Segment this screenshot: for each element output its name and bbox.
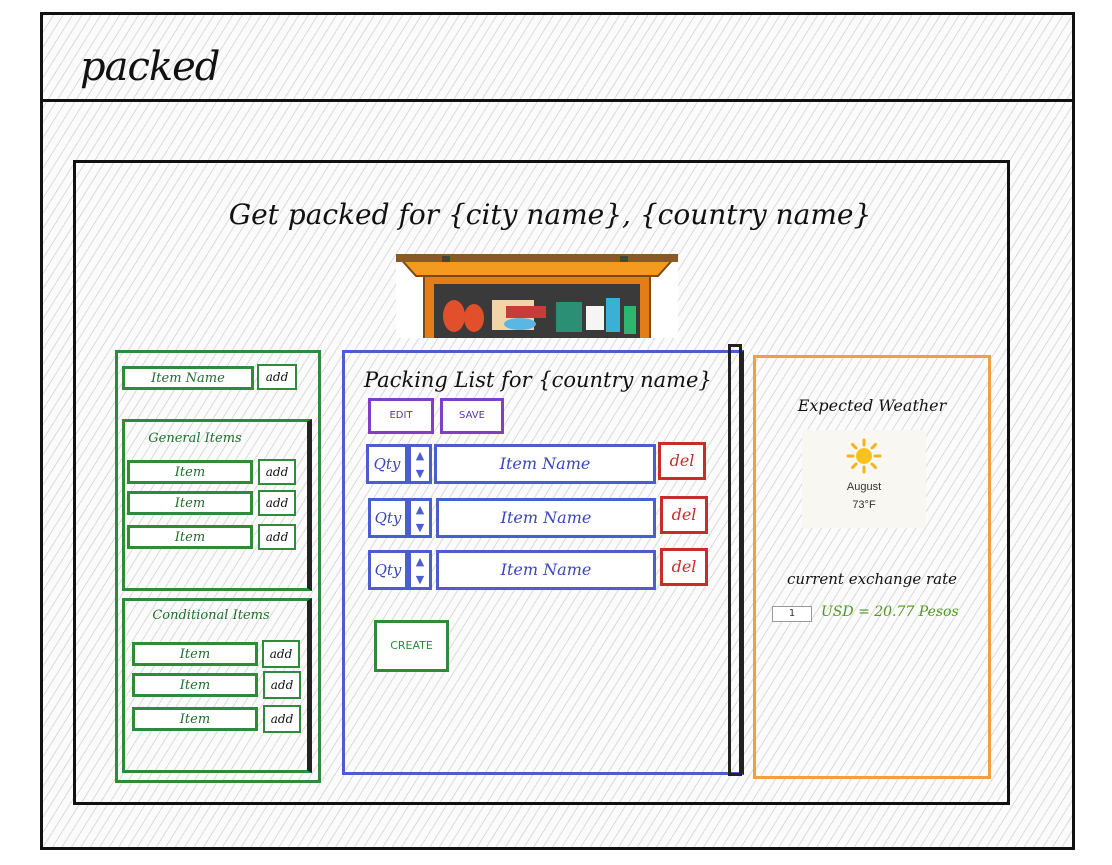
quantity-stepper[interactable]: ▲ ▼ bbox=[408, 550, 432, 590]
delete-button[interactable]: del bbox=[658, 442, 706, 480]
packing-list-scrollbar[interactable] bbox=[728, 344, 742, 776]
quantity-field[interactable]: Qty bbox=[368, 550, 408, 590]
conditional-item: Item bbox=[132, 673, 258, 697]
chevron-up-icon[interactable]: ▲ bbox=[415, 503, 425, 516]
conditional-item: Item bbox=[132, 707, 258, 731]
info-panel bbox=[753, 355, 991, 779]
general-item: Item bbox=[127, 525, 253, 549]
item-name-field[interactable]: Item Name bbox=[436, 550, 656, 590]
exchange-rate-value: USD = 20.77 Pesos bbox=[821, 604, 959, 620]
quantity-stepper[interactable]: ▲ ▼ bbox=[408, 444, 432, 484]
add-conditional-item-button[interactable]: add bbox=[263, 671, 301, 699]
chevron-down-icon[interactable]: ▼ bbox=[415, 573, 425, 586]
create-button[interactable]: CREATE bbox=[374, 620, 449, 672]
add-conditional-item-button[interactable]: add bbox=[263, 705, 301, 733]
delete-button[interactable]: del bbox=[660, 496, 708, 534]
general-item: Item bbox=[127, 491, 253, 515]
app-title: packed bbox=[80, 44, 220, 90]
item-name-input[interactable]: Item Name bbox=[122, 366, 254, 390]
add-general-item-button[interactable]: add bbox=[258, 459, 296, 485]
add-general-item-button[interactable]: add bbox=[258, 524, 296, 550]
conditional-item: Item bbox=[132, 642, 258, 666]
quantity-field[interactable]: Qty bbox=[366, 444, 408, 484]
page-title: Get packed for {city name}, {country nam… bbox=[228, 198, 872, 231]
quantity-stepper[interactable]: ▲ ▼ bbox=[408, 498, 432, 538]
save-button[interactable]: SAVE bbox=[440, 398, 504, 434]
suitcase-illustration bbox=[396, 254, 678, 338]
weather-temperature: 73°F bbox=[852, 499, 876, 511]
add-conditional-item-button[interactable]: add bbox=[262, 640, 300, 668]
weather-title: Expected Weather bbox=[797, 396, 947, 415]
exchange-rate-title: current exchange rate bbox=[786, 570, 957, 588]
item-name-field[interactable]: Item Name bbox=[434, 444, 656, 484]
chevron-down-icon[interactable]: ▼ bbox=[415, 467, 425, 480]
chevron-up-icon[interactable]: ▲ bbox=[415, 555, 425, 568]
add-item-button[interactable]: add bbox=[257, 364, 297, 390]
delete-button[interactable]: del bbox=[660, 548, 708, 586]
header-bar bbox=[40, 12, 1075, 102]
general-item: Item bbox=[127, 460, 253, 484]
chevron-down-icon[interactable]: ▼ bbox=[415, 521, 425, 534]
item-name-field[interactable]: Item Name bbox=[436, 498, 656, 538]
general-items-title: General Items bbox=[148, 431, 242, 446]
quantity-field[interactable]: Qty bbox=[368, 498, 408, 538]
packing-list-title: Packing List for {country name} bbox=[364, 368, 712, 392]
sun-icon bbox=[846, 438, 882, 474]
exchange-amount-input[interactable]: 1 bbox=[772, 606, 812, 622]
chevron-up-icon[interactable]: ▲ bbox=[415, 449, 425, 462]
weather-card bbox=[802, 430, 926, 528]
add-general-item-button[interactable]: add bbox=[258, 490, 296, 516]
weather-month: August bbox=[846, 481, 882, 493]
edit-button[interactable]: EDIT bbox=[368, 398, 434, 434]
conditional-items-title: Conditional Items bbox=[152, 608, 270, 623]
